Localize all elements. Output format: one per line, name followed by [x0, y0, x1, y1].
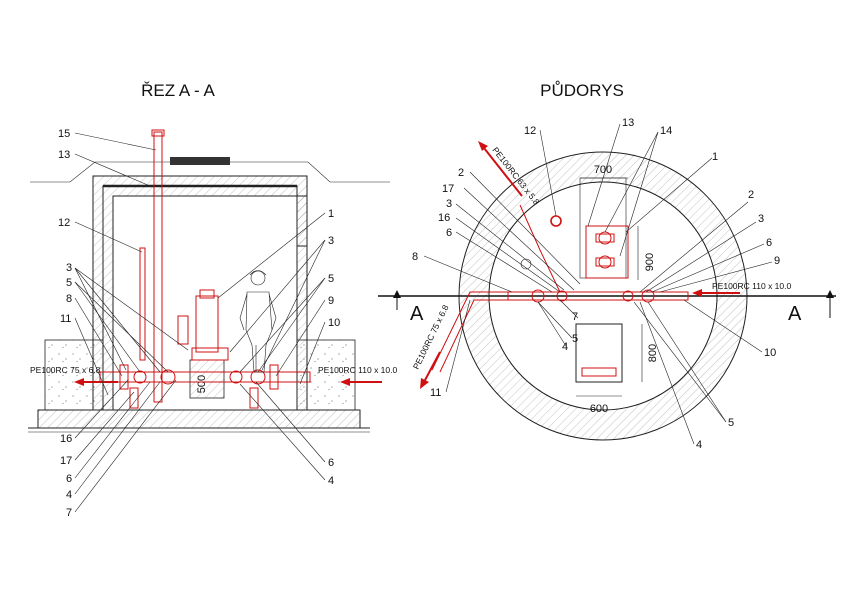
- plan-branch-pipe: [519, 204, 561, 293]
- valve-right-a: [229, 370, 243, 384]
- plan-title: PŮDORYS: [540, 81, 624, 100]
- plan-callout-7: 7: [572, 311, 578, 323]
- plan-callout-5-left: 5: [572, 333, 578, 345]
- stand-right: [249, 387, 259, 409]
- section-callout-1: 1: [328, 208, 334, 220]
- plan-callout-16: 16: [438, 212, 450, 224]
- plan-callout-9: 9: [774, 255, 780, 267]
- plan-access-hatch: [575, 323, 623, 383]
- plan-outlet-pipe: [431, 291, 508, 371]
- plan-callout-12: 12: [524, 125, 536, 137]
- section-callout-8: 8: [66, 293, 72, 305]
- worker-figure: [239, 270, 277, 373]
- pump-plinth: [189, 359, 225, 399]
- section-callout-4-left: 4: [66, 489, 72, 501]
- pump-manifold: [191, 347, 229, 361]
- section-inlet-label: PE100RC 110 x 10.0: [318, 365, 397, 375]
- stand-left: [129, 387, 139, 409]
- plan-callout-2-right: 2: [748, 189, 754, 201]
- plan-callout-3-left: 3: [446, 198, 452, 210]
- plan-callout-6-left: 6: [446, 227, 452, 239]
- left-soil-block: [44, 339, 104, 411]
- section-mark-left: A: [410, 303, 424, 325]
- pump-head: [199, 289, 215, 299]
- plan-dim-600: 600: [590, 403, 608, 415]
- section-outlet-arrow: [74, 378, 118, 386]
- section-callout-4-right: 4: [328, 475, 334, 487]
- plan-callout-3-right: 3: [758, 213, 764, 225]
- section-mark-right: A: [788, 303, 802, 325]
- plan-main-pipe: [507, 291, 689, 301]
- section-callout-7: 7: [66, 507, 72, 519]
- section-callout-6-left: 6: [66, 473, 72, 485]
- plan-vent-marker: [550, 215, 562, 227]
- plan-view: A A 700 900 800 600: [378, 117, 836, 451]
- section-callout-10: 10: [328, 317, 340, 329]
- plan-leaders: [423, 123, 773, 445]
- drain-pipe: [139, 247, 146, 361]
- plan-fitting-right: [622, 290, 634, 302]
- flange-left: [119, 364, 129, 390]
- valve-left-a: [133, 370, 147, 384]
- section-callout-3-right: 3: [328, 235, 334, 247]
- plan-fitting-left: [556, 290, 568, 302]
- section-callout-5-left: 5: [66, 277, 72, 289]
- pressure-vessel: [177, 315, 189, 345]
- pump-unit: [195, 295, 219, 353]
- plan-inlet-label: PE100RC 110 x 10.0: [712, 281, 791, 291]
- vent-pipe: [153, 131, 163, 403]
- section-cut-arrow-right: [826, 290, 834, 298]
- valve-left-b: [160, 369, 176, 385]
- section-leaders: [74, 132, 326, 513]
- plan-callout-1: 1: [712, 151, 718, 163]
- section-callout-3-left: 3: [66, 262, 72, 274]
- vent-cap: [151, 129, 165, 137]
- plan-callout-17: 17: [442, 183, 454, 195]
- plan-pump-2: [598, 255, 612, 269]
- plan-callout-2-left: 2: [458, 167, 464, 179]
- plan-dim-700: 700: [594, 164, 612, 176]
- section-callout-5-right: 5: [328, 273, 334, 285]
- plan-pump-block: [585, 225, 629, 279]
- section-inlet-arrow: [340, 378, 382, 386]
- plan-outlet-arrow: [420, 351, 441, 389]
- plan-pump-1-frame: [595, 233, 615, 243]
- plan-inlet-arrow: [692, 289, 740, 297]
- flange-right: [269, 364, 279, 390]
- plan-callout-5-right: 5: [728, 417, 734, 429]
- section-callout-9: 9: [328, 295, 334, 307]
- plan-chamber-outline: [579, 177, 627, 279]
- plan-dim-800: 800: [647, 344, 659, 362]
- plan-callout-4-right: 4: [696, 439, 702, 451]
- plan-callout-13: 13: [622, 117, 634, 129]
- section-view: 500: [28, 128, 397, 519]
- section-title: ŘEZ A - A: [141, 81, 215, 100]
- section-dim-500: 500: [196, 375, 208, 393]
- plan-callout-8: 8: [412, 251, 418, 263]
- right-soil-block: [296, 339, 356, 411]
- section-callout-12: 12: [58, 217, 70, 229]
- plan-callout-10: 10: [764, 347, 776, 359]
- section-cut-arrow-left: [393, 290, 401, 298]
- plan-callout-14: 14: [660, 125, 672, 137]
- section-callout-16: 16: [60, 433, 72, 445]
- plan-outlet-pipe-edge: [439, 299, 508, 373]
- plan-callout-11: 11: [430, 387, 441, 399]
- section-outlet-label: PE100RC 75 x 6.8: [30, 365, 101, 375]
- plan-callout-4-left: 4: [562, 341, 568, 353]
- section-callout-17: 17: [60, 455, 72, 467]
- plan-callout-6-right: 6: [766, 237, 772, 249]
- plan-pump-2-frame: [595, 257, 615, 267]
- section-callout-15: 15: [58, 128, 70, 140]
- section-callout-13: 13: [58, 149, 70, 161]
- section-callout-6-right: 6: [328, 457, 334, 469]
- plan-branch-arrow: [478, 141, 523, 197]
- plan-ladder: [581, 367, 617, 377]
- section-callout-11: 11: [60, 313, 71, 325]
- plan-dim-900: 900: [644, 253, 656, 271]
- manhole-cover: [170, 157, 230, 165]
